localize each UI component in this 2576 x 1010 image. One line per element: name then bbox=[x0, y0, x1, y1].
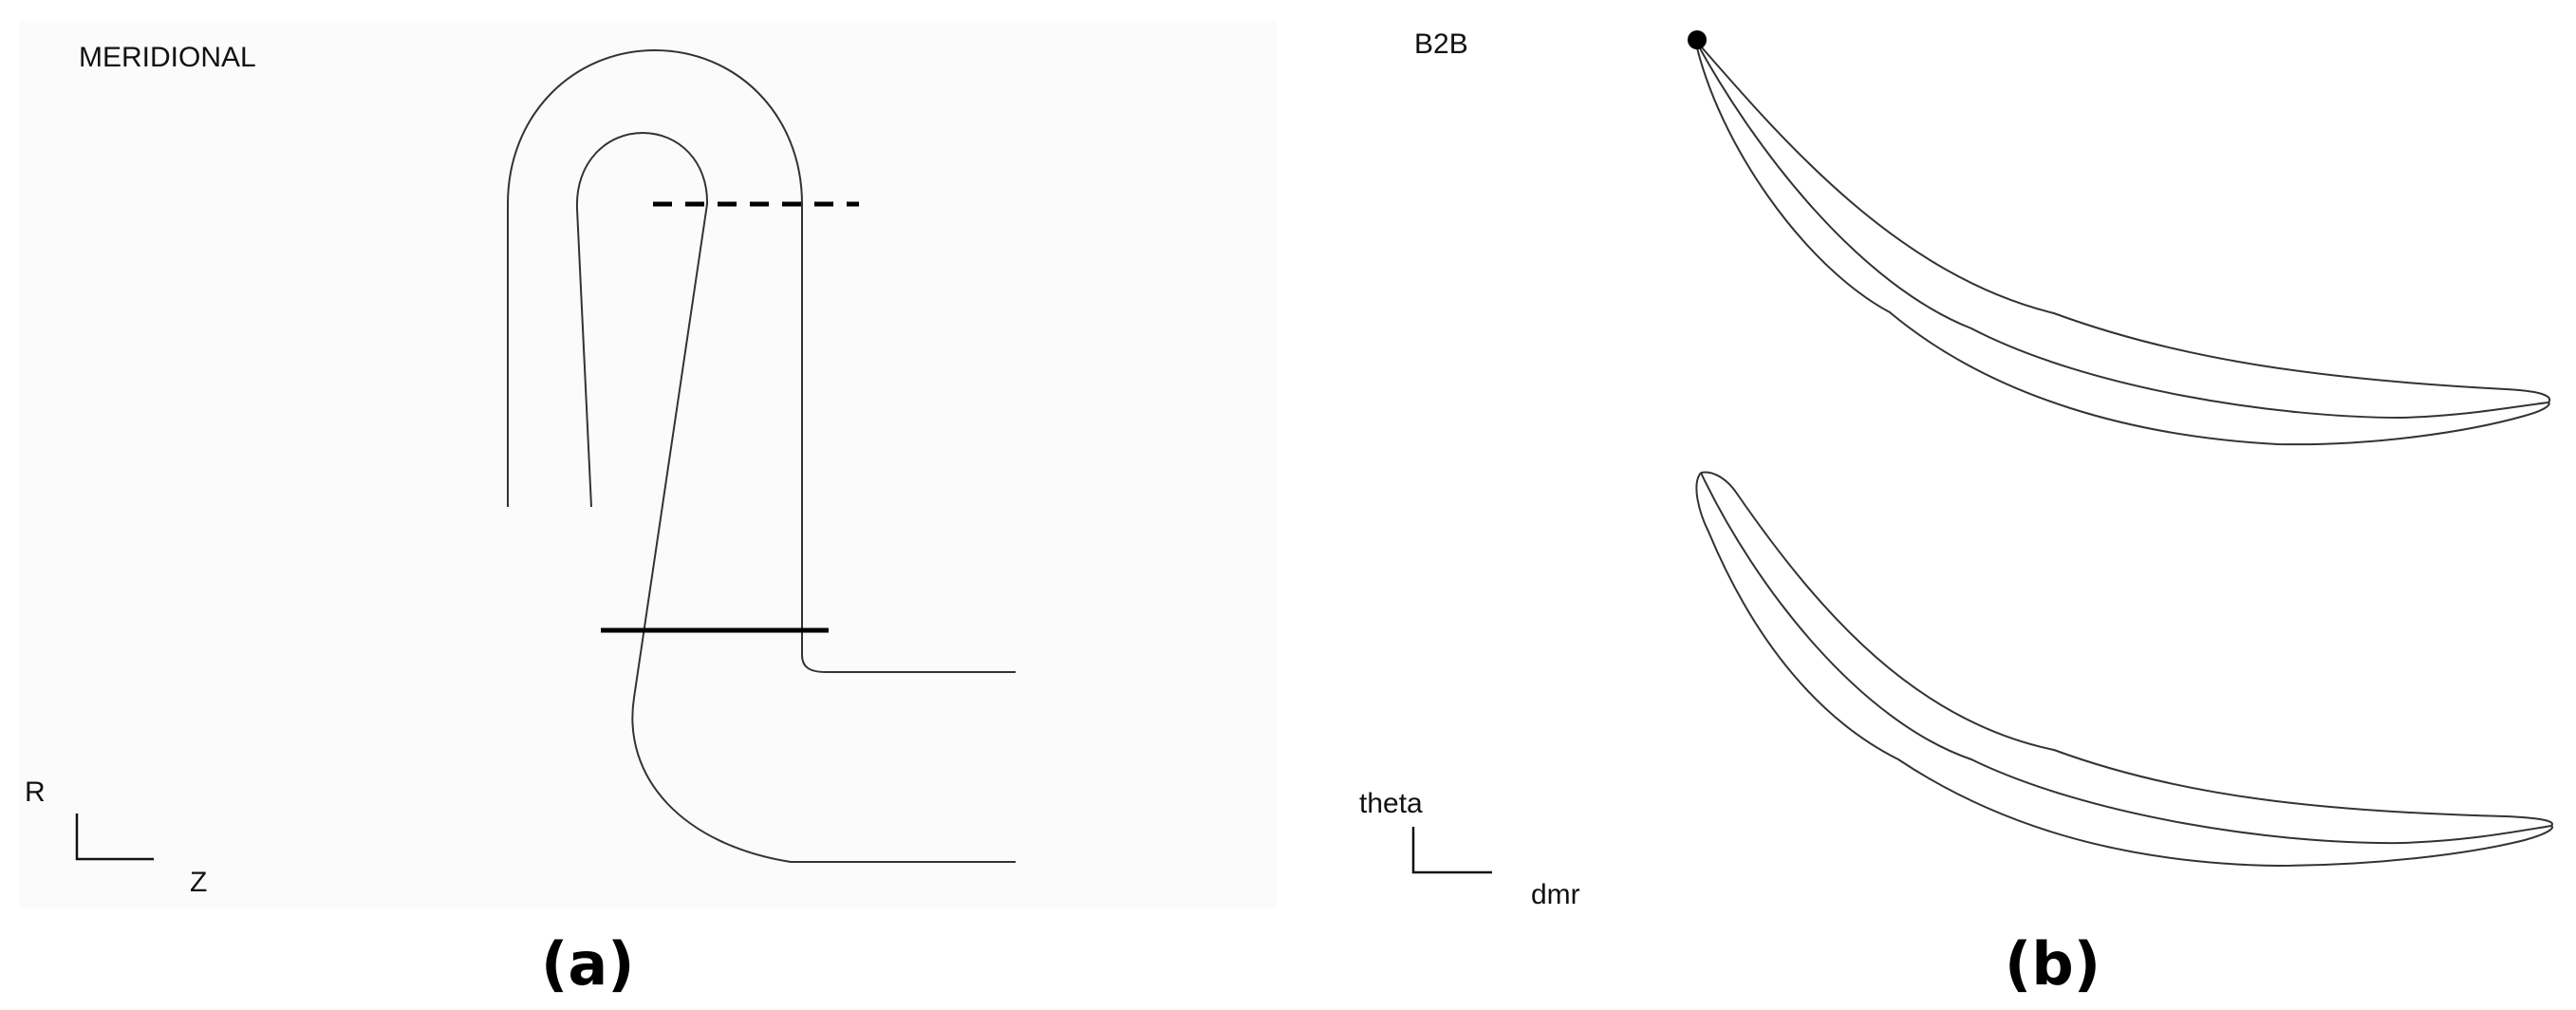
blade-upper-suction-side bbox=[1694, 39, 2551, 403]
meridional-title: MERIDIONAL bbox=[79, 42, 256, 73]
rz-axis-icon bbox=[75, 814, 154, 861]
axis-label-theta: theta bbox=[1359, 788, 1423, 819]
blade-lower-camber-line bbox=[1700, 472, 2552, 845]
blade-lower-suction-side bbox=[1700, 471, 2553, 827]
axis-label-z: Z bbox=[190, 867, 208, 898]
blade-upper bbox=[1694, 39, 2551, 446]
caption-a: (a) bbox=[541, 929, 635, 999]
inner-loop-contour bbox=[575, 131, 1016, 863]
axis-label-dmr: dmr bbox=[1531, 879, 1580, 910]
blade-lower bbox=[1695, 471, 2553, 868]
leading-edge-marker bbox=[1688, 30, 1707, 49]
b2b-title: B2B bbox=[1414, 28, 1468, 60]
theta-dmr-axis-icon bbox=[1411, 827, 1492, 874]
blade-lower-pressure-side bbox=[1695, 472, 2553, 868]
blade-upper-pressure-side bbox=[1694, 39, 2550, 446]
blade-upper-camber-line bbox=[1694, 39, 2549, 420]
meridional-view bbox=[507, 48, 1016, 863]
caption-b: (b) bbox=[2005, 929, 2101, 999]
axis-label-r: R bbox=[25, 776, 46, 808]
outer-arc-contour bbox=[507, 48, 1016, 673]
meridional-panel-background bbox=[19, 21, 1277, 908]
